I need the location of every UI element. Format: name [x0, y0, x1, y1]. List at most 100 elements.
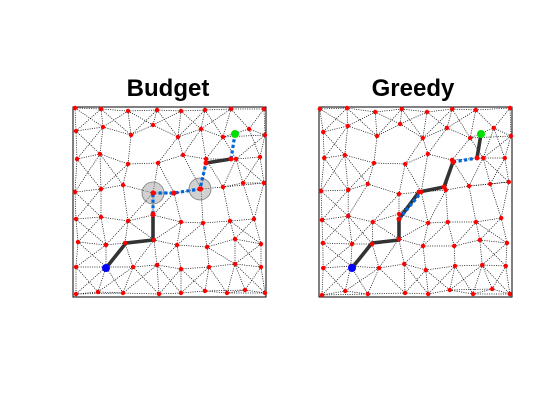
- graph-edge: [401, 108, 424, 139]
- graph-edge: [323, 265, 351, 269]
- graph-edge: [482, 135, 512, 159]
- graph-edge: [248, 128, 261, 158]
- graph-node: [100, 124, 106, 130]
- graph-edge: [234, 263, 262, 268]
- graph-node: [423, 267, 428, 273]
- graph-edge: [226, 289, 246, 294]
- graph-edge: [425, 269, 429, 295]
- graph-node: [425, 151, 430, 157]
- graph-edge: [489, 157, 506, 185]
- graph-edge: [152, 124, 179, 138]
- graph-edge: [403, 263, 429, 295]
- graph-edge: [177, 128, 202, 138]
- graph-edge: [322, 131, 325, 159]
- graph-edge: [346, 107, 376, 113]
- graph-edge: [158, 292, 182, 295]
- graph-edge: [230, 108, 250, 130]
- graph-edge: [244, 266, 262, 291]
- graph-edge: [469, 109, 477, 139]
- graph-edge: [127, 109, 158, 112]
- graph-node: [97, 151, 103, 157]
- graph-edge: [235, 158, 244, 184]
- graph-edge: [222, 134, 266, 138]
- graph-node: [344, 105, 350, 111]
- graph-edge: [404, 269, 427, 294]
- graph-edge: [398, 238, 405, 265]
- graph-node: [466, 183, 472, 189]
- graph-edge: [346, 107, 349, 127]
- graph-node: [150, 122, 156, 128]
- graph-edge: [426, 111, 448, 129]
- graph-edge: [127, 134, 132, 165]
- graph-edge: [374, 111, 378, 137]
- graph-edge: [422, 245, 427, 271]
- graph-edge: [152, 110, 182, 126]
- graph-node: [491, 125, 496, 131]
- graph-node: [342, 152, 347, 158]
- graph-node: [261, 180, 267, 186]
- graph-edge: [202, 222, 208, 248]
- graph-edge: [122, 264, 158, 294]
- graph-node: [488, 181, 493, 187]
- graph-edge: [75, 130, 78, 160]
- graph-edge: [475, 107, 511, 111]
- graph-edge: [152, 214, 182, 223]
- graph-edge: [180, 110, 202, 130]
- graph-edge: [77, 216, 102, 243]
- graph-edge: [427, 265, 456, 295]
- dashed-path: [452, 156, 478, 164]
- graph-edge: [152, 109, 158, 126]
- graph-node: [490, 286, 495, 292]
- graph-edge: [447, 221, 455, 247]
- graph-edge: [152, 192, 175, 216]
- graph-node: [130, 264, 136, 270]
- graph-node: [349, 241, 355, 247]
- graph-edge: [77, 241, 107, 268]
- graph-node: [220, 134, 226, 140]
- graph-node: [343, 288, 348, 294]
- graph-node: [258, 264, 264, 270]
- graph-edge: [99, 153, 124, 186]
- graph-node: [370, 241, 375, 247]
- graph-edge: [244, 289, 266, 294]
- graph-edge: [378, 263, 405, 269]
- graph-node: [200, 220, 206, 226]
- path-node: [450, 159, 456, 165]
- graph-edge: [449, 288, 493, 291]
- graph-edge: [153, 239, 158, 266]
- graph-edge: [156, 109, 182, 112]
- graph-edge: [351, 221, 374, 245]
- graph-node: [98, 214, 104, 220]
- mesh-edges: [319, 107, 512, 296]
- path-node: [197, 186, 203, 192]
- graph-edge: [132, 264, 158, 268]
- graph-edge: [157, 136, 179, 164]
- graph-node: [122, 240, 128, 246]
- graph-edge: [235, 134, 266, 160]
- graph-edge: [100, 184, 124, 190]
- graph-node: [251, 216, 257, 222]
- graph-node: [345, 123, 350, 129]
- graph-edge: [74, 158, 78, 193]
- graph-edge: [75, 188, 102, 220]
- graph-edge: [320, 157, 325, 192]
- graph-edge: [97, 266, 134, 293]
- graph-node: [257, 154, 263, 160]
- graph-edge: [222, 158, 237, 188]
- graph-node: [445, 219, 450, 225]
- graph-edge: [99, 126, 104, 155]
- graph-node: [75, 239, 81, 245]
- graph-edge: [405, 153, 428, 165]
- graph-node: [424, 109, 430, 115]
- graph-edge: [367, 162, 375, 185]
- graph-edge: [208, 263, 236, 268]
- graph-edge: [319, 108, 324, 133]
- graph-edge: [482, 157, 510, 183]
- graph-node: [504, 240, 510, 246]
- graph-node: [398, 121, 403, 127]
- graph-edge: [344, 265, 352, 292]
- graph-edge: [206, 246, 210, 268]
- graph-edge: [127, 214, 154, 222]
- graph-node: [365, 181, 370, 187]
- greedy-graph-panel: [317, 105, 514, 298]
